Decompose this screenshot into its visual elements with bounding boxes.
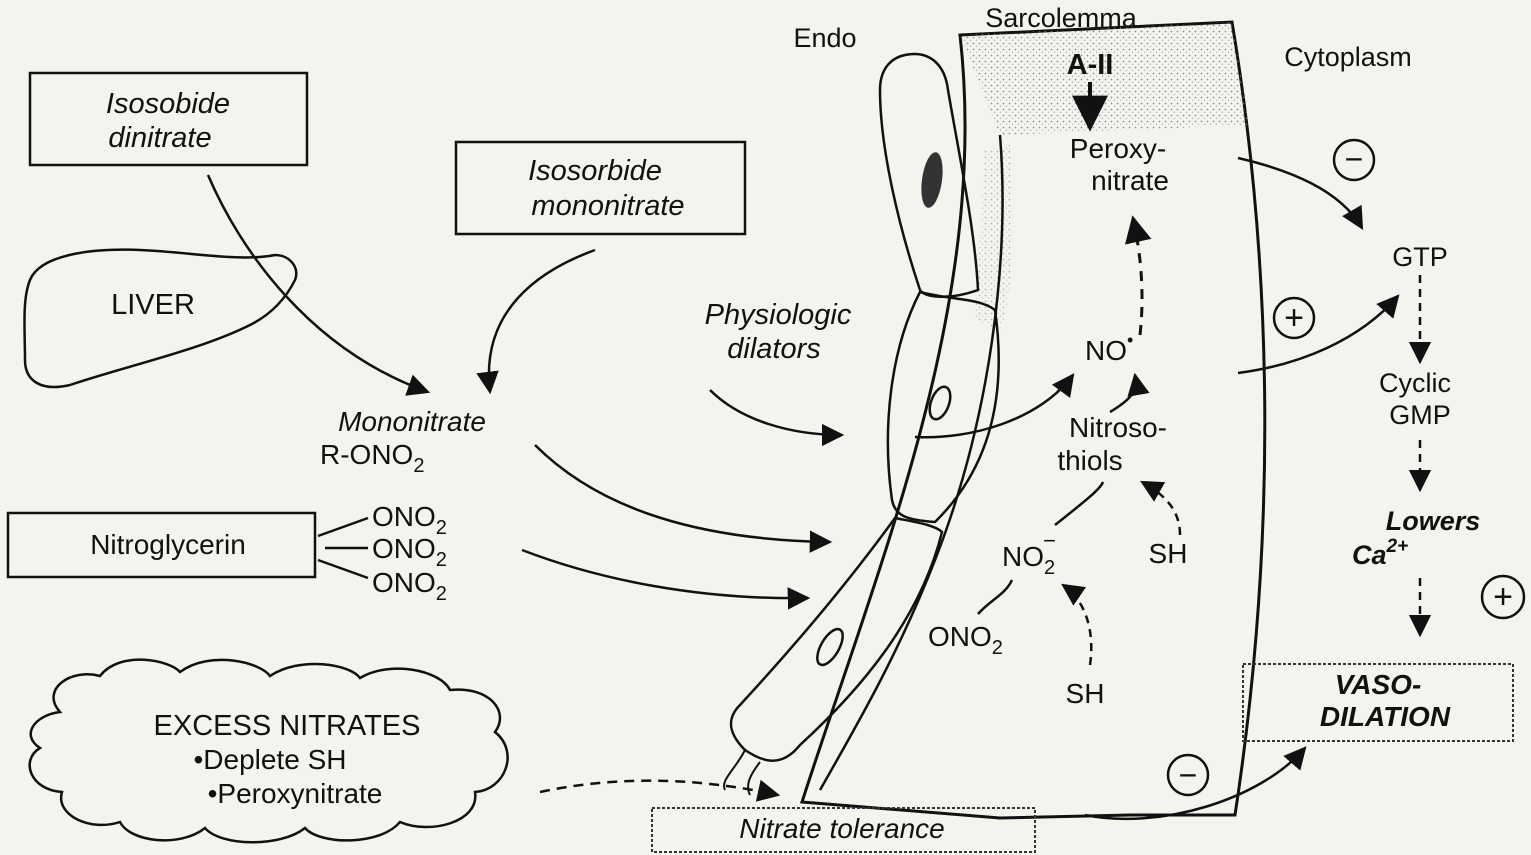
cytoplasm-label: Cytoplasm [1284,42,1412,72]
peroxynitrate-line-1: Peroxy- [1070,133,1166,164]
nitrosothiols-line-2: thiols [1057,445,1122,476]
sarcolemma-label: Sarcolemma [985,3,1138,33]
liver-label: LIVER [111,289,195,321]
isosobide-line-2: dinitrate [108,122,211,154]
angiotensin-ii-label: A-II [1067,49,1114,81]
ono2-cell-label: ONO2 [928,621,1003,659]
nitroglycerin-branch-3 [318,560,368,578]
cgmp-line-2: GMP [1389,400,1451,430]
endothelial-cell-bottom [731,518,942,761]
mononitrate-formula: R-ONO2 [320,439,424,477]
physiologic-line-2: dilators [727,333,821,365]
arrow-ono2-to-cell [522,550,808,598]
arrow-isosorbide-to-mononitrate [489,250,595,392]
ono2-branch-2: ONO2 [372,533,447,571]
nitroglycerin-branch-1 [318,518,368,536]
isosorbide-mono-line-2: mononitrate [531,190,684,222]
nitrate-tolerance-label: Nitrate tolerance [739,813,944,844]
arrow-mononitrate-to-cell [535,445,830,542]
arrow-dinitrate-to-mononitrate [208,175,428,392]
vasodilation-line-2: DILATION [1320,701,1451,732]
isosobide-line-1: Isosobide [106,88,230,120]
excess-nitrates-title: EXCESS NITRATES [154,710,421,742]
nitric-oxide-label: NO• [1085,330,1133,366]
sh-label-bottom: SH [1066,678,1105,709]
nucleus-bottom [812,625,848,669]
endo-label: Endo [793,23,856,53]
gtp-label: GTP [1392,242,1448,272]
physiologic-line-1: Physiologic [705,299,852,331]
excess-nitrates-item-1: •Deplete SH [194,744,347,775]
cgmp-line-1: Cyclic [1379,368,1451,398]
excess-nitrates-item-2: •Peroxynitrate [208,778,383,809]
arrow-no2-to-nitrosothiols [1055,482,1103,525]
lowers-line-1: Lowers [1386,506,1481,536]
arrow-nitrosothiols-to-no [1110,375,1136,412]
arrow-cloud-to-tolerance [540,781,778,795]
ono2-branch-3: ONO2 [372,567,447,605]
nitrite-label: NO2− [1002,528,1056,579]
minus-sign-bottom: − [1179,757,1198,793]
arrow-physio-to-cell [710,390,842,435]
arrow-ono2-to-no2 [978,580,1012,614]
arrow-sh-to-no2 [1063,585,1091,665]
mononitrate-label: Mononitrate [338,406,486,437]
minus-sign-top: − [1345,141,1364,177]
plus-sign-right: + [1493,578,1513,616]
isosorbide-mono-line-1: Isosorbide [528,155,662,187]
lowers-line-2: Ca2+ [1352,536,1408,570]
nucleus-top [918,151,946,209]
arrow-no-to-peroxy [1133,218,1142,335]
arrow-sh-to-nitrosothiols [1142,482,1180,535]
nitroglycerin-label: Nitroglycerin [90,529,246,560]
nitrosothiols-line-1: Nitroso- [1069,412,1167,443]
plus-sign-mid: + [1284,299,1304,337]
peroxynitrate-line-2: nitrate [1091,165,1169,196]
vasodilation-line-1: VASO- [1335,669,1422,700]
sh-label-right: SH [1149,538,1188,569]
